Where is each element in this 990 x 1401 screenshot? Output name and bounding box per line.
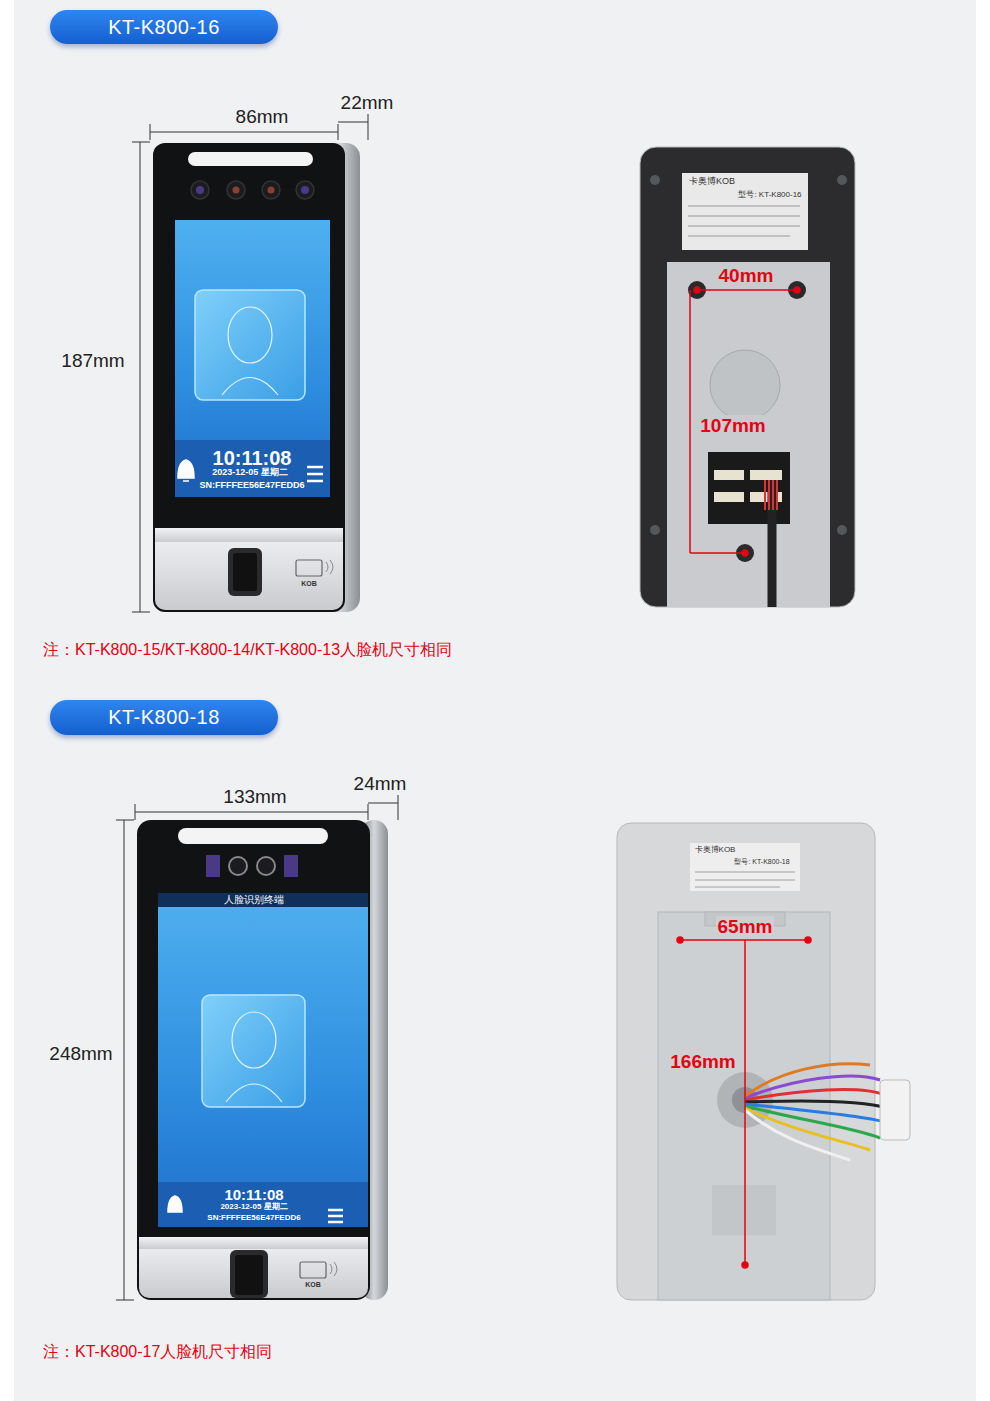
card-logo: KOB [301, 580, 317, 588]
screen-serial: SN:FFFFEE56E47FEDD6 [199, 480, 304, 490]
screen-header: 人脸识别终端 [224, 894, 284, 906]
screen-time: 10:11:08 [213, 447, 292, 470]
dimension: 166mm [668, 1051, 738, 1073]
dimension: 40mm [717, 265, 776, 287]
sticker-brand: 卡奥博KOB [689, 176, 735, 186]
dimension: 86mm [236, 106, 289, 128]
model-pill: KT-K800-16 [50, 10, 278, 44]
screen-time: 10:11:08 [224, 1186, 283, 1203]
screen-serial: SN:FFFFEE56E47FEDD6 [207, 1213, 300, 1222]
model-name: KT-K800-16 [108, 16, 220, 39]
model-name: KT-K800-18 [108, 706, 220, 729]
note: 注：KT-K800-15/KT-K800-14/KT-K800-13人脸机尺寸相… [43, 641, 452, 659]
card-logo: KOB [305, 1281, 321, 1289]
dimension: 248mm [49, 1043, 112, 1065]
sticker-model: 型号: KT-K800-18 [734, 858, 789, 866]
screen-date: 2023-12-05 星期二 [212, 467, 288, 477]
model-pill: KT-K800-18 [50, 700, 278, 735]
sticker-model: 型号: KT-K800-16 [738, 190, 801, 199]
dimension: 22mm [341, 92, 394, 114]
note: 注：KT-K800-17人脸机尺寸相同 [43, 1343, 272, 1361]
dimension: 107mm [698, 415, 768, 437]
dimension: 133mm [223, 786, 286, 808]
sticker-brand: 卡奥博KOB [695, 845, 736, 854]
dimension: 187mm [61, 350, 124, 372]
dimension: 65mm [716, 916, 775, 938]
screen-date: 2023-12-05 星期二 [220, 1202, 287, 1211]
dimension: 24mm [354, 773, 407, 795]
